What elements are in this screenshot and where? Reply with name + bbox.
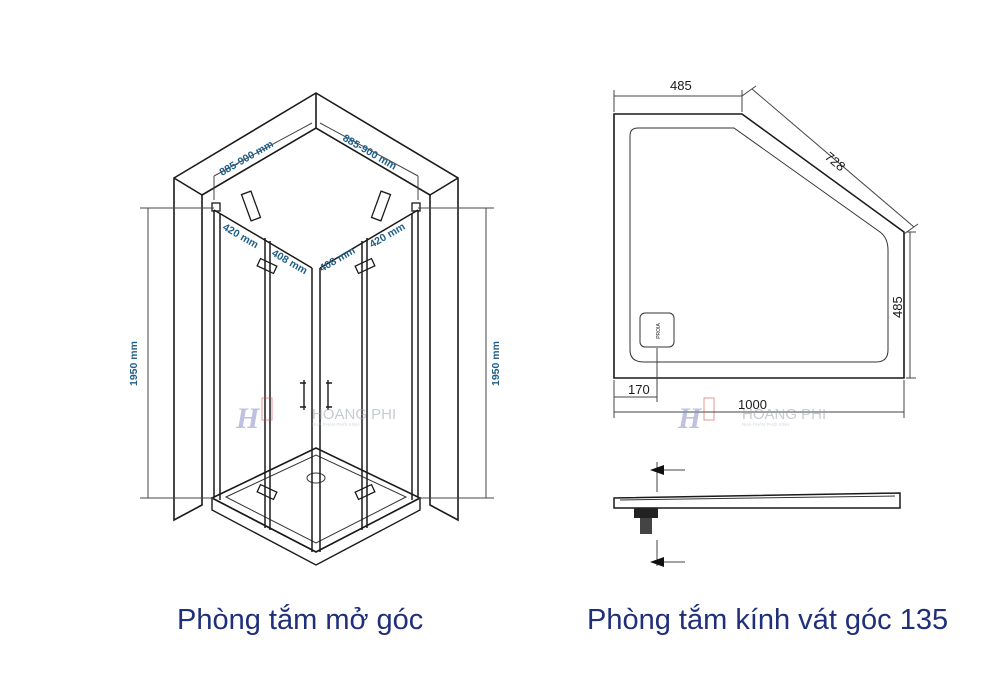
corner-enclosure-diagram: 885-900 mm 885-900 mm 420 mm 408 mm 408 …	[128, 92, 502, 566]
top-width-dimensions	[213, 122, 419, 200]
dim-panel-left-inner: 408 mm	[270, 247, 310, 277]
dim-side: 485	[890, 296, 905, 318]
wall-outline	[173, 92, 459, 522]
dim-top-lines	[613, 90, 743, 112]
watermark-logo-h-right: H	[677, 402, 703, 435]
watermark-logo-h: H	[235, 402, 261, 435]
caption-angled-135: Phòng tắm kính vát góc 135	[587, 604, 949, 636]
tray-brand-label: PROIA	[656, 323, 662, 339]
door-handles	[300, 380, 332, 410]
watermark-brand-left: HOANG PHI	[312, 406, 396, 423]
dim-side-lines	[906, 231, 916, 379]
dim-width: 1000	[738, 397, 767, 412]
dim-panel-right-outer: 420 mm	[368, 221, 408, 251]
dim-drain-offset: 170	[628, 382, 650, 397]
dim-height-left: 1950 mm	[128, 341, 140, 386]
tray-inner-basin	[629, 127, 889, 363]
tray-outline	[613, 113, 905, 379]
dim-height-right: 1950 mm	[490, 341, 502, 386]
dim-bottom-lines	[613, 348, 905, 418]
hinge-clips	[211, 190, 421, 501]
watermark-tagline-right: NHÀ PHÂN PHỐI KÍNH	[742, 421, 790, 427]
dim-top-left: 885-900 mm	[218, 138, 276, 178]
height-dimensions	[140, 207, 494, 499]
watermark-tagline-left: NHÀ PHÂN PHỐI KÍNH	[312, 421, 360, 427]
dim-top-right: 885-900 mm	[341, 132, 399, 172]
dim-top: 485	[670, 78, 692, 93]
dim-panel-right-inner: 408 mm	[318, 245, 358, 275]
tray-side-section	[613, 462, 901, 567]
shower-tray	[210, 447, 422, 566]
watermark-left: H HOANG PHI NHÀ PHÂN PHỐI KÍNH	[235, 397, 396, 435]
angled-tray-diagram: PROIA 485 728 485 170	[613, 78, 919, 567]
caption-corner-open: Phòng tắm mở góc	[177, 604, 424, 636]
watermark-right: H HOANG PHI NHÀ PHÂN PHỐI KÍNH	[677, 397, 826, 435]
drain-pipe	[634, 508, 658, 518]
glass-frame	[213, 209, 419, 552]
watermark-brand-right: HOANG PHI	[742, 406, 826, 423]
drain-cover	[639, 312, 675, 348]
